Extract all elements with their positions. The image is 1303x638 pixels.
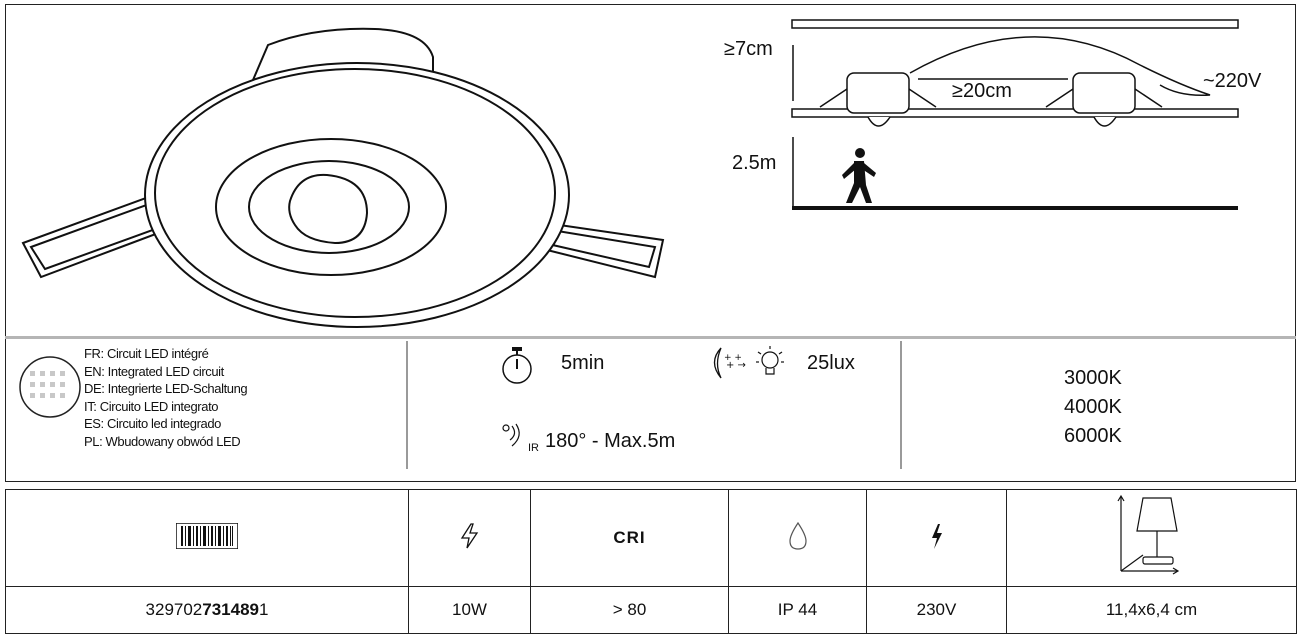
dimensions-header-cell bbox=[1006, 489, 1297, 587]
svg-text:+ →: + → bbox=[726, 360, 746, 371]
ir-subscript: IR bbox=[528, 442, 539, 454]
divider bbox=[5, 336, 1296, 339]
water-drop-icon bbox=[788, 521, 807, 550]
language-list: FR: Circuit LED intégré EN: Integrated L… bbox=[84, 345, 394, 450]
barcode-prefix: 329702 bbox=[145, 600, 203, 619]
barcode-icon bbox=[175, 521, 239, 550]
voltage-value: 230V bbox=[866, 586, 1007, 634]
color-temp-list: 3000K 4000K 6000K bbox=[1064, 364, 1122, 451]
timer-icon bbox=[502, 347, 532, 384]
product-sheet-frame bbox=[5, 4, 1296, 482]
ip-header-cell bbox=[728, 489, 867, 587]
separator-1 bbox=[406, 341, 408, 469]
detection-range: 180° - Max.5m bbox=[545, 430, 676, 452]
lang-fr: FR: Circuit LED intégré bbox=[84, 346, 209, 361]
installation-diagram bbox=[791, 19, 1239, 210]
barcode-suffix: 1 bbox=[259, 600, 269, 619]
ir-sensor-icon bbox=[502, 423, 520, 447]
downlight-illustration bbox=[21, 27, 665, 328]
lang-de: DE: Integrierte LED-Schaltung bbox=[84, 381, 248, 396]
cri-header: CRI bbox=[530, 489, 729, 587]
lang-it: IT: Circuito LED integrato bbox=[84, 398, 219, 414]
cri-value: > 80 bbox=[530, 586, 729, 634]
spec-value-row: 3297027314891 10W > 80 IP 44 230V 11,4x6… bbox=[5, 586, 1297, 634]
lang-pl: PL: Wbudowany obwód LED bbox=[84, 433, 241, 449]
lux-value: 25lux bbox=[807, 352, 855, 374]
ip-value: IP 44 bbox=[728, 586, 867, 634]
power-icon bbox=[460, 522, 478, 548]
spec-table: CRI 329702731489 bbox=[5, 489, 1297, 634]
color-temp-3000: 3000K bbox=[1064, 367, 1122, 389]
voltage-header-cell bbox=[866, 489, 1007, 587]
dimensions-value: 11,4x6,4 cm bbox=[1006, 586, 1297, 634]
barcode-bold: 731489 bbox=[202, 600, 259, 619]
lux-sensor-icon: + + + → bbox=[713, 346, 784, 379]
spacing-label: ≥20cm bbox=[952, 80, 1012, 102]
color-temp-4000: 4000K bbox=[1064, 396, 1122, 418]
power-value: 10W bbox=[408, 586, 531, 634]
color-temp-6000: 6000K bbox=[1064, 425, 1122, 447]
timer-value: 5min bbox=[561, 352, 605, 374]
led-circuit-icon bbox=[19, 356, 81, 418]
lang-en: EN: Integrated LED circuit bbox=[84, 363, 224, 379]
spec-header-row: CRI bbox=[5, 489, 1297, 587]
height-ceiling-label: ≥7cm bbox=[724, 38, 773, 60]
separator-2 bbox=[900, 341, 902, 469]
lang-es: ES: Circuito led integrado bbox=[84, 416, 222, 431]
svg-text:+ +: + + bbox=[724, 353, 742, 363]
voltage-icon bbox=[931, 523, 942, 549]
table-lamp-icon bbox=[1116, 494, 1179, 575]
barcode-number-cell: 3297027314891 bbox=[5, 586, 409, 634]
power-header-cell bbox=[408, 489, 531, 587]
barcode-header-cell bbox=[5, 489, 409, 587]
voltage-label: ~220V bbox=[1203, 70, 1262, 92]
mount-height-label: 2.5m bbox=[732, 152, 777, 174]
